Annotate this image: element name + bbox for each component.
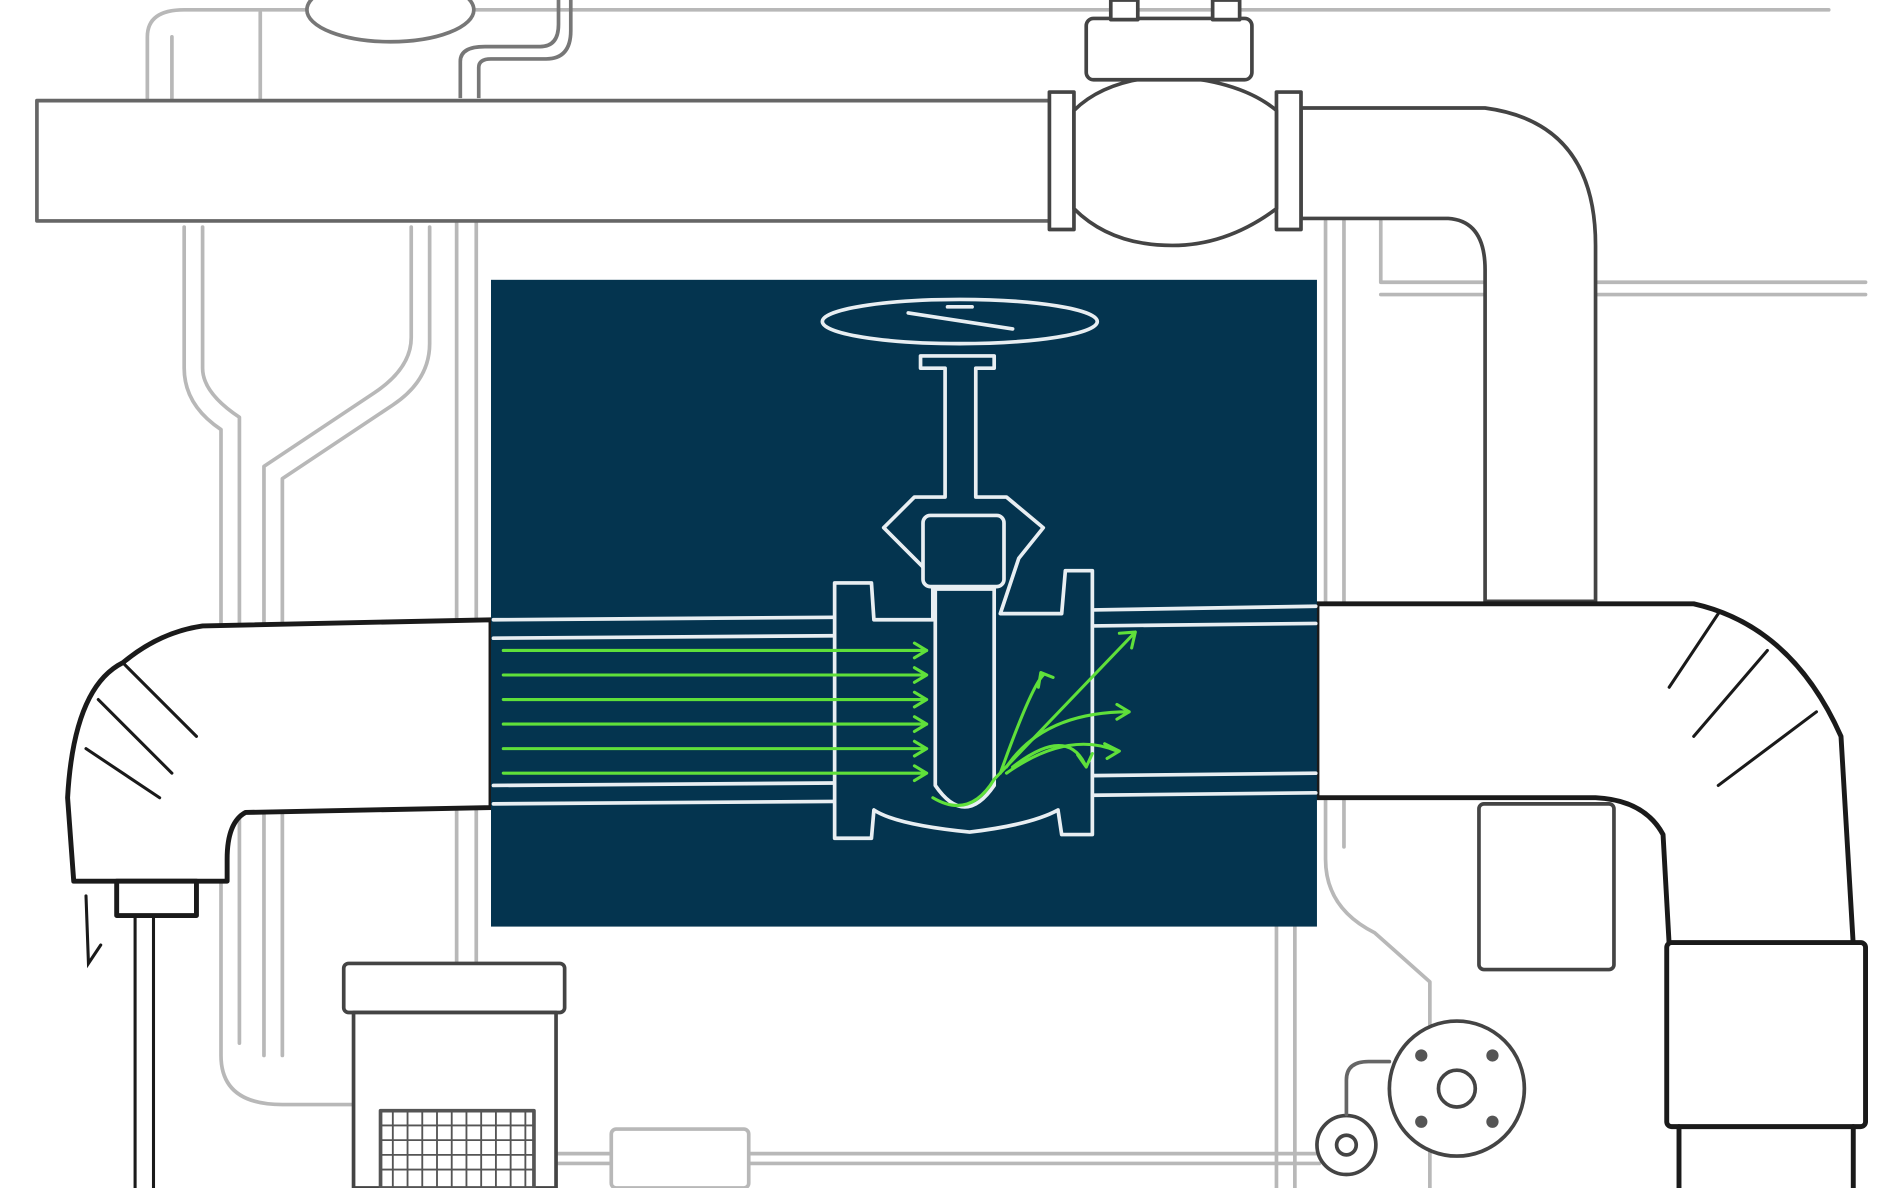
handwheel-icon [305, 0, 476, 44]
flow-arrow-icon [501, 630, 1137, 807]
filter-canister-icon [341, 961, 567, 1188]
main-pipe [65, 601, 1868, 1188]
top-check-valve [1047, 0, 1303, 248]
top-pipe [35, 0, 1598, 604]
pressure-gauge-icon [1315, 1019, 1527, 1177]
background-pipes [145, 7, 1868, 1188]
cutaway-panel [491, 279, 1318, 927]
